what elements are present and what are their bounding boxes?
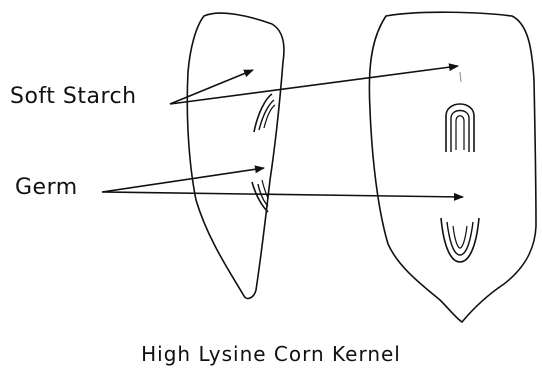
- side-germ-upper-mark-inner: [259, 100, 274, 130]
- soft-starch-arrow-to-front: [170, 66, 458, 104]
- germ-label: Germ: [15, 175, 78, 200]
- front-germ-upper-arch-inner: [456, 116, 464, 150]
- front-germ-lower-u-inner: [453, 226, 467, 248]
- front-starch-mark: [460, 72, 461, 82]
- side-germ-lower-mark: [252, 182, 268, 212]
- side-germ-lower-mark-inner-2: [262, 180, 268, 198]
- side-kernel-outline: [187, 13, 284, 298]
- side-germ-upper-mark-inner-2: [264, 105, 275, 128]
- germ-arrow-to-front: [102, 192, 463, 197]
- germ-arrow-to-side: [102, 168, 264, 192]
- front-germ-upper-arch-middle: [451, 111, 469, 153]
- front-germ-lower-u-middle: [447, 222, 473, 255]
- soft-starch-label: Soft Starch: [10, 84, 137, 109]
- front-kernel-outline: [369, 12, 536, 322]
- diagram-caption: High Lysine Corn Kernel: [0, 342, 542, 366]
